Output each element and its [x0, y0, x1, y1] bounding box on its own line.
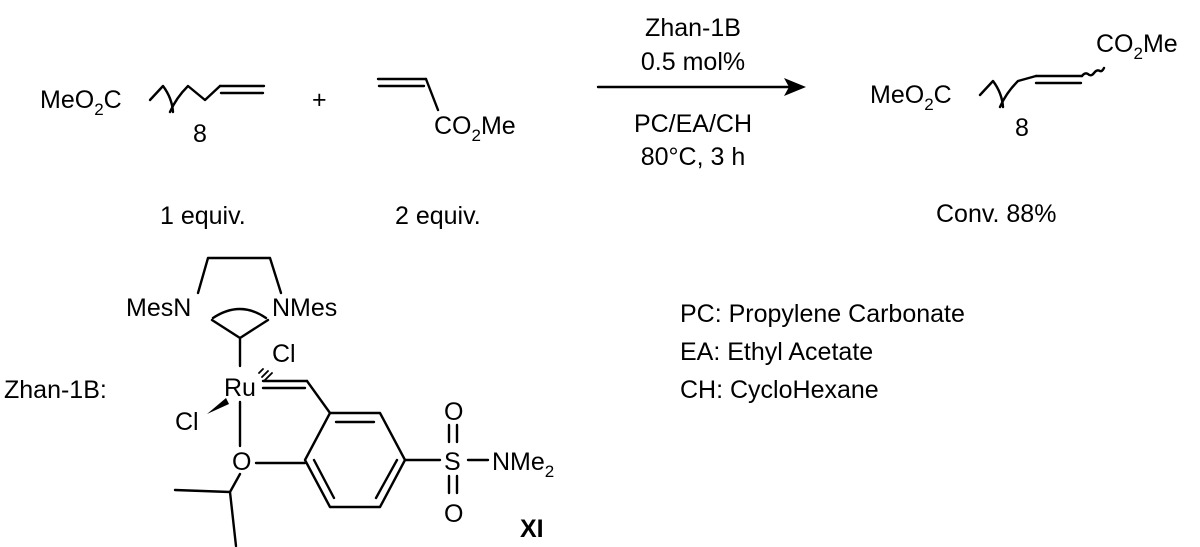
ru-carbene-double-bond [261, 379, 309, 390]
ruthenium-atom: Ru [224, 374, 256, 402]
product-conversion: Conv. 88% [936, 200, 1056, 228]
product-co2me-label: CO2Me [1096, 30, 1178, 63]
wedge-cl-bond [207, 398, 229, 414]
reactant1-chain-count: 8 [193, 120, 207, 148]
reactant-2: CO2Me 2 equiv. [376, 77, 516, 230]
benzene-inner-bonds [312, 420, 399, 500]
product-chain-bracket [978, 74, 1038, 109]
reactant1-equiv-label: 1 equiv. [160, 202, 246, 230]
product-meo2c-label: MeO2C [870, 81, 952, 114]
compound-id: XI [520, 515, 544, 543]
product: CO2Me MeO2C 8 Conv. 88% [870, 30, 1178, 228]
reactant2-equiv-label: 2 equiv. [395, 202, 481, 230]
zhan-1b-structure: Zhan-1B: MesN NMes Ru Cl Cl O S O O NMe2… [4, 256, 554, 547]
nmes-right-label: NMes [272, 294, 337, 322]
legend-ea: EA: Ethyl Acetate [680, 338, 873, 366]
benzene-ring [303, 411, 407, 509]
reactant2-alkene-bond [376, 77, 428, 88]
nhc-delocalization-arc [211, 307, 268, 320]
solvent-system: PC/EA/CH [634, 110, 752, 138]
plus-sign: + [312, 86, 327, 114]
sulfonyl-oxygen-bottom: O [444, 500, 463, 528]
temperature-time: 80°C, 3 h [641, 143, 746, 171]
reactant2-co2me-label: CO2Me [434, 112, 516, 145]
hashed-cl-bond [258, 368, 273, 382]
reactant2-ester-bond [424, 77, 440, 112]
reactant1-alkene-bond [218, 84, 266, 95]
catalyst-structure-label: Zhan-1B: [4, 376, 107, 404]
reactant1-meo2c-label: MeO2C [40, 86, 122, 119]
product-alkene-bond [1034, 74, 1084, 85]
catalyst-loading: 0.5 mol% [641, 48, 745, 76]
legend-pc: PC: Propylene Carbonate [680, 300, 965, 328]
reaction-arrowhead [784, 78, 806, 96]
abbreviation-legend: PC: Propylene Carbonate EA: Ethyl Acetat… [680, 300, 965, 404]
s-o-double-bonds [447, 423, 459, 495]
reactant1-chain-bracket [148, 84, 222, 114]
catalyst-name: Zhan-1B [645, 14, 741, 42]
mesn-left-label: MesN [126, 294, 191, 322]
ether-oxygen: O [232, 448, 251, 476]
nme2-label: NMe2 [492, 448, 554, 481]
sulfonyl-oxygen-top: O [444, 398, 463, 426]
reaction-conditions: Zhan-1B 0.5 mol% PC/EA/CH 80°C, 3 h [596, 14, 806, 171]
isopropyl-bonds [173, 472, 242, 547]
benzylidene-bond [305, 379, 332, 415]
product-wavy-bond [1080, 66, 1106, 78]
nhc-carbene-bonds [210, 318, 270, 368]
chloride-left: Cl [175, 408, 199, 436]
sulfur-atom: S [444, 448, 461, 476]
reactant-1: MeO2C 8 1 equiv. [40, 84, 266, 230]
legend-ch: CH: CycloHexane [680, 376, 879, 404]
product-chain-count: 8 [1015, 114, 1029, 142]
nhc-ring-bonds [196, 256, 283, 295]
chloride-top: Cl [272, 340, 296, 368]
